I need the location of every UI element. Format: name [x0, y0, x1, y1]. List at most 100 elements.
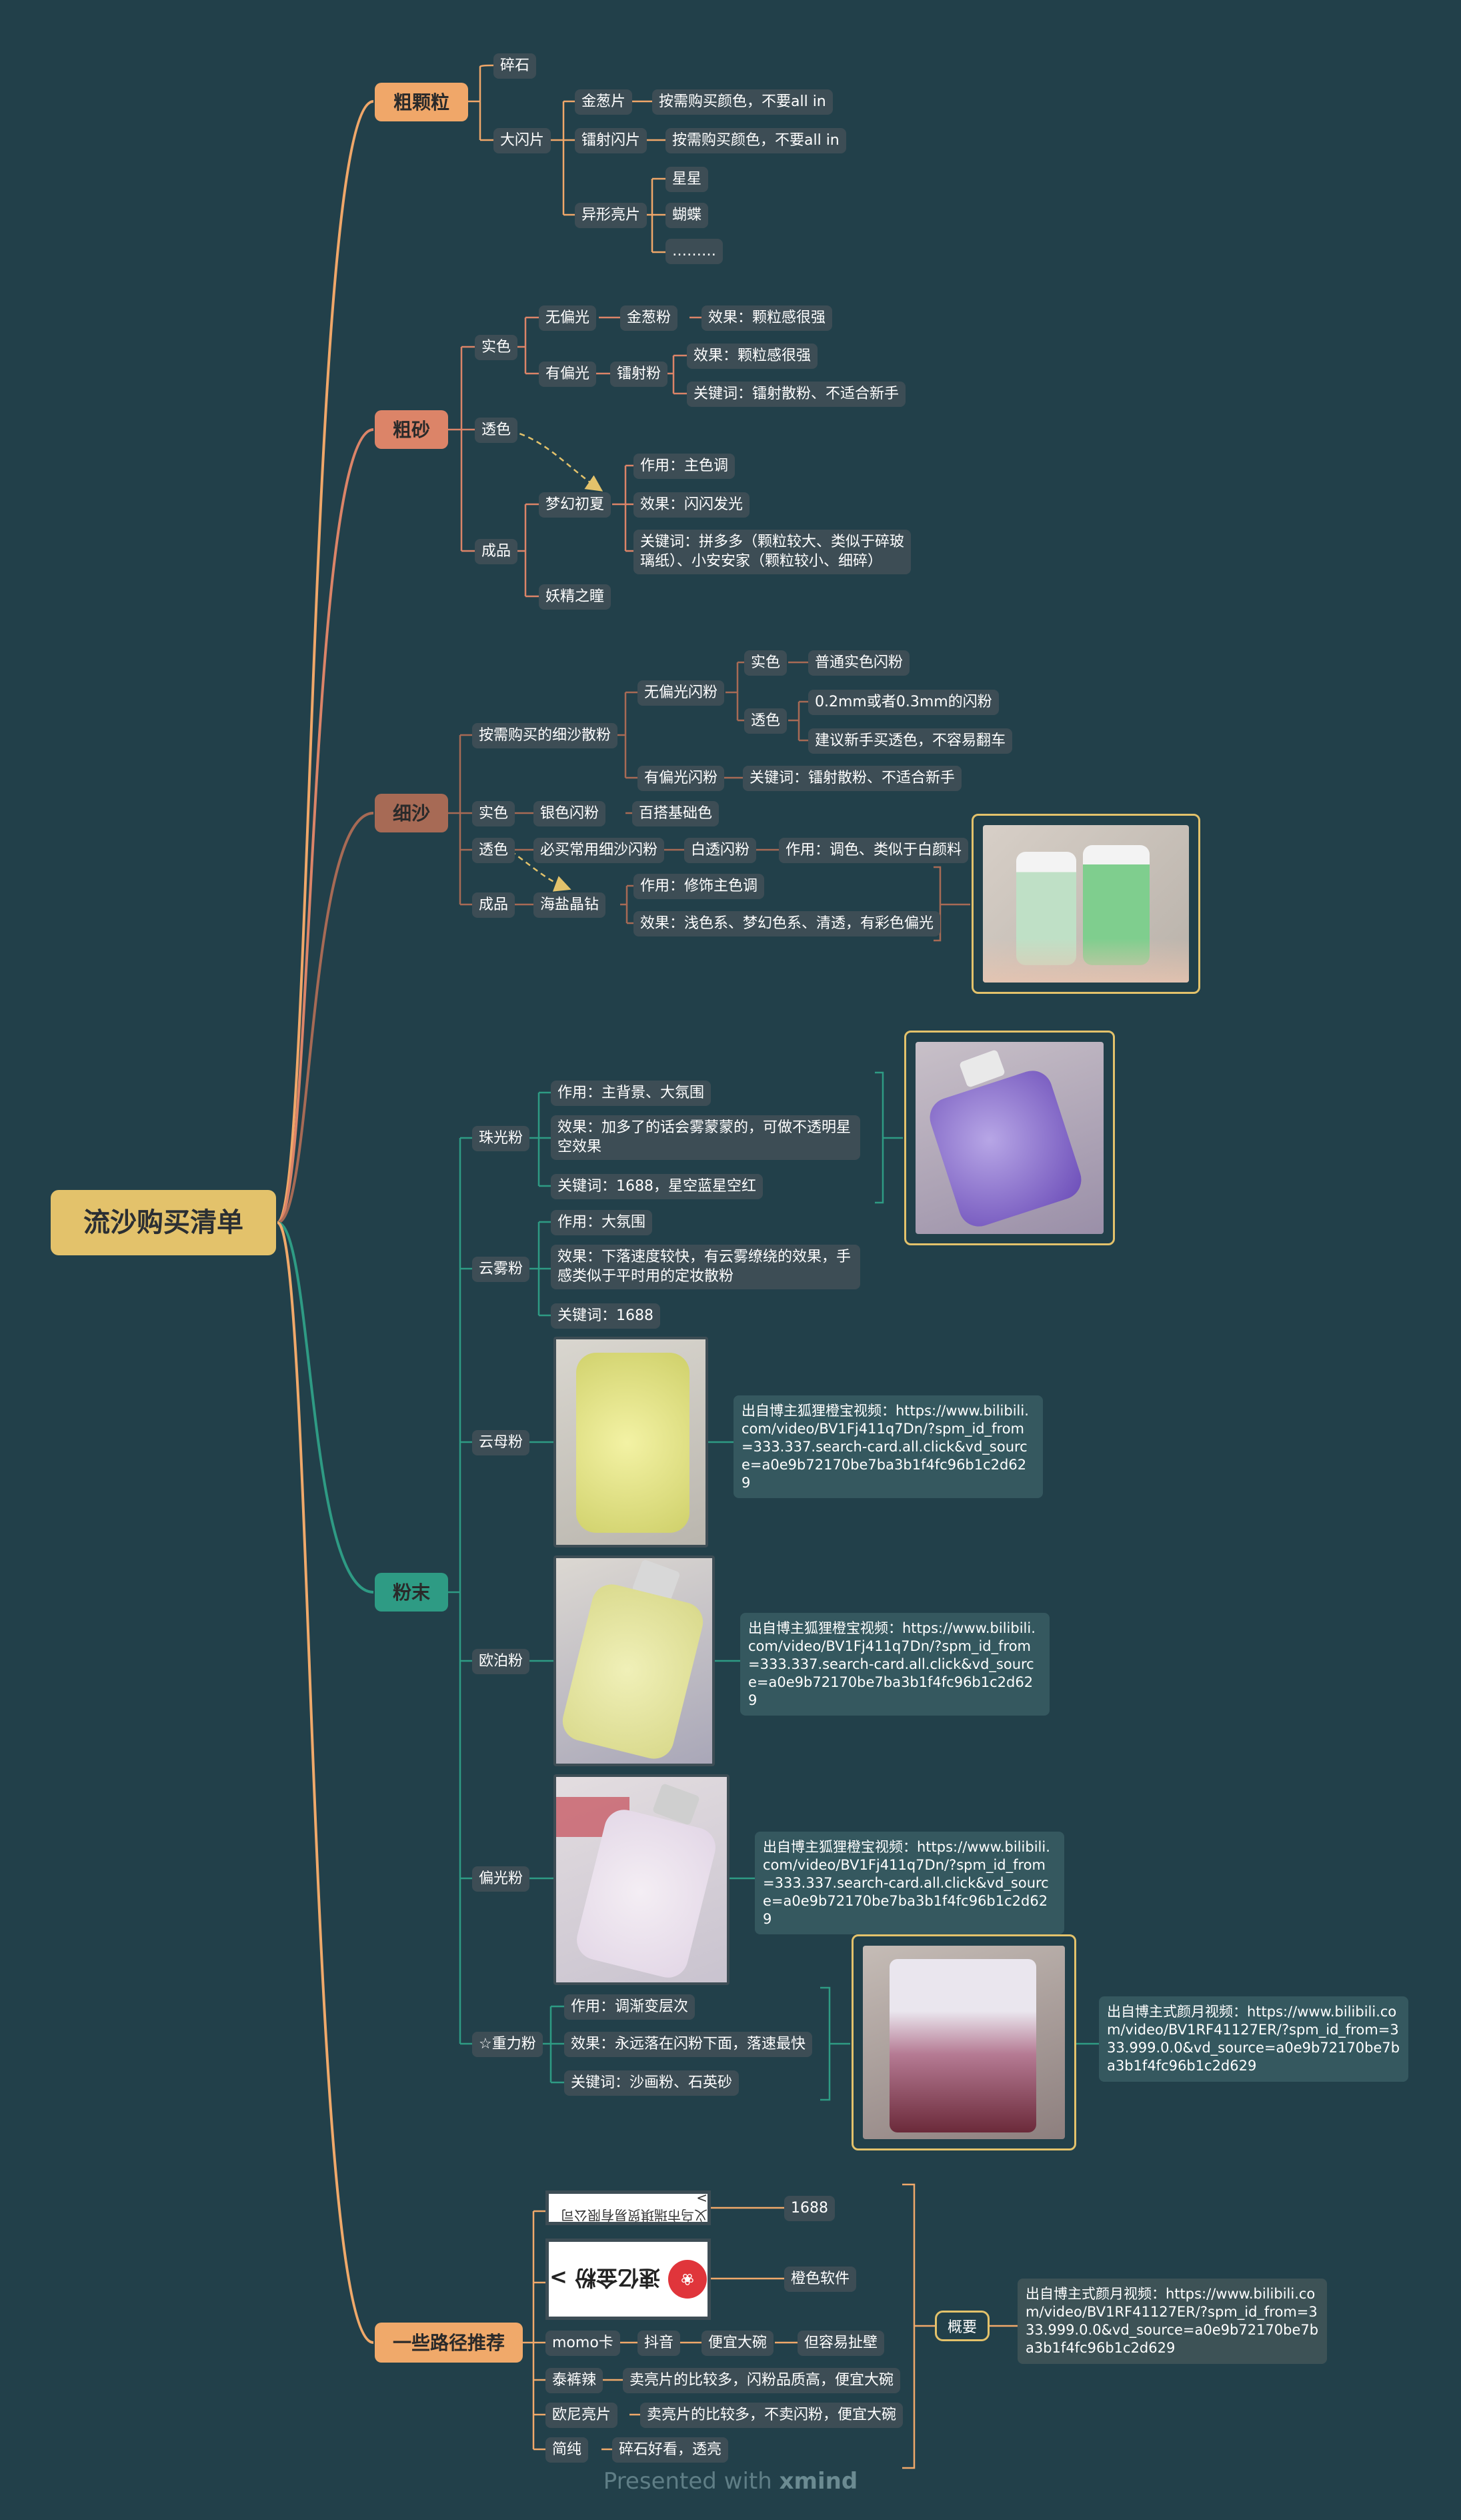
- summary-label: 概要: [947, 2319, 977, 2336]
- shop-banner-1688[interactable]: 义乌市瑞琪贸易有限公司 >: [545, 2190, 711, 2225]
- topic-silver-glitter[interactable]: 银色闪粉: [533, 801, 606, 826]
- topic-sea-salt-crystal[interactable]: 海盐晶钻: [533, 892, 606, 918]
- note-function-decorate[interactable]: 作用：修饰主色调: [633, 874, 765, 899]
- photo-pearl-powder-bottle: [904, 1031, 1115, 1245]
- topic-solid-3a[interactable]: 实色: [744, 650, 788, 676]
- note-summary-source[interactable]: 出自博主式颜月视频：https://www.bilibili.com/video…: [1018, 2279, 1327, 2364]
- topic-mica-powder[interactable]: 云母粉: [472, 1430, 530, 1455]
- note-keywords-laser[interactable]: 关键词：镭射散粉、不适合新手: [687, 382, 906, 407]
- topic-gold-powder[interactable]: 金葱粉: [620, 305, 678, 331]
- topic-translucent[interactable]: 透色: [475, 418, 518, 443]
- note-cloud-function[interactable]: 作用：大氛围: [551, 1210, 653, 1235]
- topic-must-buy-glitter[interactable]: 必买常用细沙闪粉: [533, 838, 665, 863]
- note-normal-solid-glitter[interactable]: 普通实色闪粉: [808, 650, 910, 676]
- topic-douyin[interactable]: 抖音: [637, 2331, 681, 2356]
- topic-orange-app[interactable]: 橙色软件: [784, 2267, 857, 2292]
- topic-finished-3[interactable]: 成品: [472, 892, 515, 918]
- topic-shaped-sequins[interactable]: 异形亮片: [575, 203, 647, 228]
- topic-large-glitter-flakes[interactable]: 大闪片: [493, 128, 551, 153]
- note-laser-flakes[interactable]: 按需购买颜色，不要all in: [665, 128, 846, 153]
- topic-nonpolar-glitter[interactable]: 无偏光闪粉: [637, 680, 725, 706]
- topic-stars[interactable]: 星星: [665, 167, 709, 192]
- note-size-mm[interactable]: 0.2mm或者0.3mm的闪粉: [808, 690, 999, 715]
- note-effect-sparkle[interactable]: 效果：闪闪发光: [633, 492, 750, 518]
- note-gravity-source[interactable]: 出自博主式颜月视频：https://www.bilibili.com/video…: [1099, 1996, 1408, 2082]
- note-cloud-keywords[interactable]: 关键词：1688: [551, 1303, 660, 1329]
- shop-banner-orange-app-text: 速亿金粉 >: [549, 2265, 660, 2291]
- note-pearl-keywords[interactable]: 关键词：1688，星空蓝星空红: [551, 1174, 763, 1199]
- category-powder[interactable]: 粉末: [375, 1573, 448, 1612]
- note-pearl-function[interactable]: 作用：主背景、大氛围: [551, 1081, 711, 1106]
- note-gravity-keywords[interactable]: 关键词：沙画粉、石英砂: [564, 2070, 740, 2096]
- note-polarized-source[interactable]: 出自博主狐狸橙宝视频：https://www.bilibili.com/vide…: [755, 1832, 1064, 1935]
- note-pearl-effect[interactable]: 效果：加多了的话会雾蒙蒙的，可做不透明星空效果: [551, 1115, 860, 1161]
- note-gravity-effect[interactable]: 效果：永远落在闪粉下面，落速最快: [564, 2032, 813, 2057]
- category-recommended-shops[interactable]: 一些路径推荐: [375, 2323, 523, 2363]
- topic-gravel[interactable]: 碎石: [493, 53, 537, 79]
- category-fine-sand[interactable]: 细沙: [375, 794, 448, 832]
- topic-white-translucent[interactable]: 白透闪粉: [684, 838, 757, 863]
- note-taikula[interactable]: 卖亮片的比较多，闪粉品质高，便宜大碗: [623, 2368, 901, 2393]
- footer-presented: Presented with: [603, 2468, 780, 2495]
- note-versatile-base[interactable]: 百搭基础色: [632, 801, 719, 826]
- photo-polarized-powder-bottle: [553, 1774, 729, 1985]
- shop-banner-orange-app[interactable]: ❀ 速亿金粉 >: [545, 2239, 711, 2320]
- category-coarse-particles[interactable]: 粗颗粒: [375, 83, 468, 121]
- note-wall-residue[interactable]: 但容易扯壁: [798, 2331, 885, 2356]
- topic-opal-powder[interactable]: 欧泊粉: [472, 1649, 530, 1674]
- topic-gold-flakes[interactable]: 金葱片: [575, 89, 633, 115]
- topic-taikula[interactable]: 泰裤辣: [545, 2368, 603, 2393]
- photo-opal-powder-bottle: [553, 1555, 715, 1766]
- topic-translucent-3b[interactable]: 透色: [472, 838, 515, 863]
- photo-sea-salt-bottles: [972, 814, 1200, 994]
- topic-polarized-powder[interactable]: 偏光粉: [472, 1866, 530, 1892]
- note-gold-flakes[interactable]: 按需购买颜色，不要all in: [652, 89, 833, 115]
- photo-gravity-powder-card: [852, 1934, 1076, 2150]
- topic-more[interactable]: ………: [665, 239, 723, 264]
- topic-dream-early-summer[interactable]: 梦幻初夏: [539, 492, 611, 518]
- note-cloud-effect[interactable]: 效果：下落速度较快，有云雾缭绕的效果，手感类似于平时用的定妆散粉: [551, 1245, 860, 1290]
- note-effect-grainy-2[interactable]: 效果：颗粒感很强: [687, 344, 818, 369]
- topic-jianchun[interactable]: 简纯: [545, 2437, 589, 2463]
- note-gravity-function[interactable]: 作用：调渐变层次: [564, 1994, 695, 2020]
- topic-gravity-powder[interactable]: ☆重力粉: [472, 2032, 543, 2057]
- note-function-main-tone[interactable]: 作用：主色调: [633, 454, 736, 479]
- topic-polarized[interactable]: 有偏光: [539, 362, 597, 387]
- photo-mica-powder-bottle: [553, 1337, 708, 1547]
- footer-watermark: Presented with xmind: [0, 2468, 1461, 2495]
- shop-banner-1688-text: 义乌市瑞琪贸易有限公司 >: [561, 2190, 707, 2223]
- topic-polar-glitter[interactable]: 有偏光闪粉: [637, 766, 725, 791]
- topic-solid-color[interactable]: 实色: [475, 335, 518, 360]
- topic-fairy-eye[interactable]: 妖精之瞳: [539, 584, 611, 610]
- topic-pearl-powder[interactable]: 珠光粉: [472, 1126, 530, 1151]
- topic-laser-powder[interactable]: 镭射粉: [610, 362, 668, 387]
- note-effect-grainy-1[interactable]: 效果：颗粒感很强: [701, 305, 833, 331]
- note-effect-light-colors[interactable]: 效果：浅色系、梦幻色系、清透，有彩色偏光: [633, 911, 941, 936]
- topic-no-polarized[interactable]: 无偏光: [539, 305, 597, 331]
- category-coarse-sand[interactable]: 粗砂: [375, 410, 448, 449]
- topic-ouni-sequins[interactable]: 欧尼亮片: [545, 2403, 618, 2428]
- topic-1688[interactable]: 1688: [784, 2196, 835, 2221]
- summary-overview[interactable]: 概要: [935, 2311, 990, 2341]
- note-jianchun[interactable]: 碎石好看，透亮: [612, 2437, 729, 2463]
- topic-translucent-3a[interactable]: 透色: [744, 708, 788, 734]
- shop-logo-icon: ❀: [667, 2260, 707, 2299]
- topic-cloud-powder[interactable]: 云雾粉: [472, 1257, 530, 1282]
- footer-xmind-logo: xmind: [779, 2468, 858, 2495]
- topic-butterflies[interactable]: 蝴蝶: [665, 203, 709, 228]
- root-topic[interactable]: 流沙购买清单: [51, 1190, 276, 1255]
- topic-finished-product[interactable]: 成品: [475, 539, 518, 564]
- note-keywords-pinduoduo[interactable]: 关键词：拼多多（颗粒较大、类似于碎玻璃纸）、小安安家（颗粒较小、细碎）: [633, 530, 911, 575]
- topic-fine-sand-bulk[interactable]: 按需购买的细沙散粉: [472, 723, 618, 748]
- note-keywords-laser-3[interactable]: 关键词：镭射散粉、不适合新手: [743, 766, 962, 791]
- note-function-tint[interactable]: 作用：调色、类似于白颜料: [779, 838, 969, 863]
- note-cheap-large[interactable]: 便宜大碗: [701, 2331, 774, 2356]
- note-opal-source[interactable]: 出自博主狐狸橙宝视频：https://www.bilibili.com/vide…: [740, 1613, 1050, 1716]
- topic-solid-3b[interactable]: 实色: [472, 801, 515, 826]
- note-ouni-sequins[interactable]: 卖亮片的比较多，不卖闪粉，便宜大碗: [640, 2403, 904, 2428]
- topic-laser-flakes[interactable]: 镭射闪片: [575, 128, 647, 153]
- note-beginner-advice[interactable]: 建议新手买透色，不容易翻车: [808, 728, 1013, 754]
- note-mica-source[interactable]: 出自博主狐狸橙宝视频：https://www.bilibili.com/vide…: [734, 1395, 1043, 1499]
- topic-momo-card[interactable]: momo卡: [545, 2331, 620, 2356]
